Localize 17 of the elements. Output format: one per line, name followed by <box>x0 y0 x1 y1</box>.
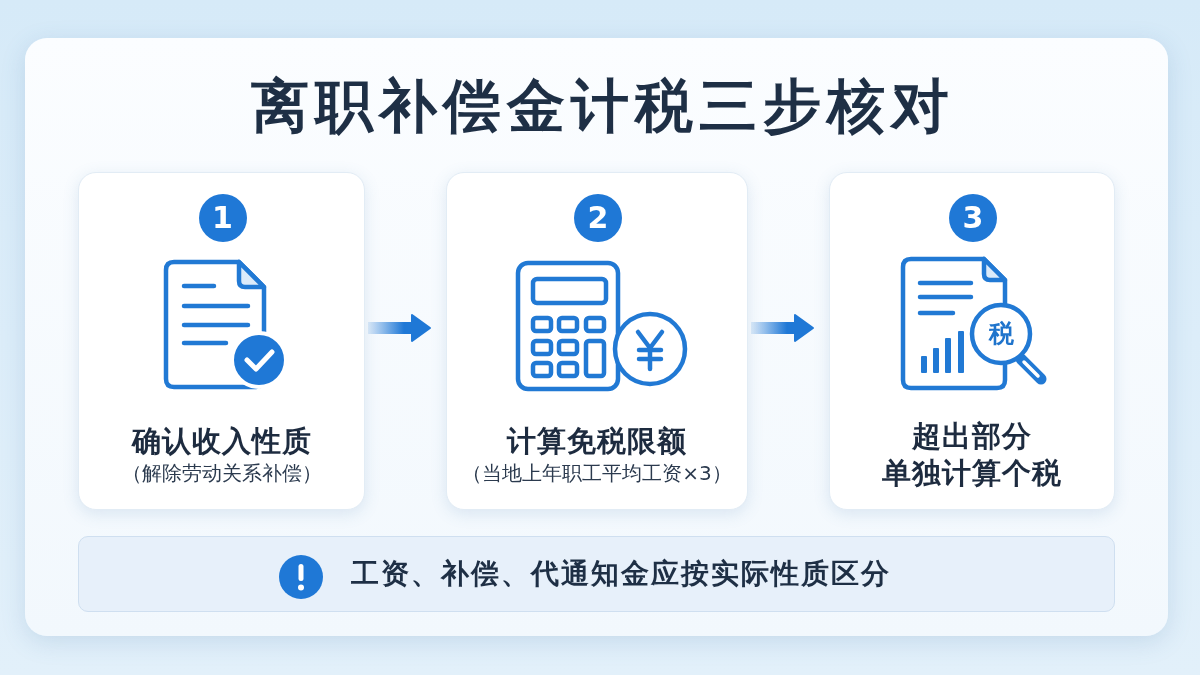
step-card <box>446 172 748 510</box>
lens-label: 税 <box>988 319 1014 349</box>
step-note: （当地上年职工平均工资×3） <box>462 460 732 487</box>
title: 离职补偿金计税三步核对 <box>250 72 955 140</box>
step-title: 超出部分单独计算个税 <box>882 417 1062 492</box>
step-number-badge: 2 <box>574 194 622 242</box>
step-title: 计算免税限额 <box>507 423 687 460</box>
note-text: 工资、补偿、代通知金应按实际性质区分 <box>351 556 891 592</box>
note-bar <box>78 536 1115 612</box>
step-card <box>829 172 1115 510</box>
step-card <box>78 172 365 510</box>
step-number-badge: 1 <box>198 194 247 242</box>
step-number-badge: 3 <box>949 194 997 242</box>
arrow <box>368 314 431 342</box>
step-note: （解除劳动关系补偿） <box>121 460 322 487</box>
step-title: 确认收入性质 <box>131 423 312 460</box>
arrow <box>751 314 814 342</box>
